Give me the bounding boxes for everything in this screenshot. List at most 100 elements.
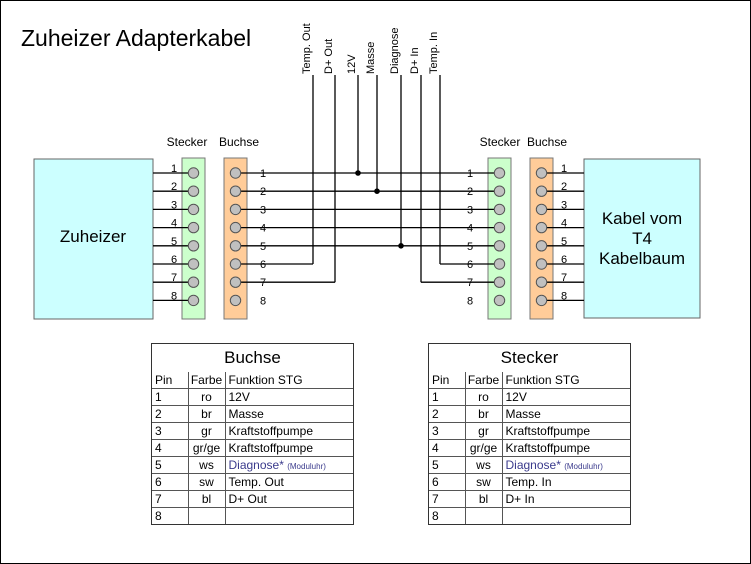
pin-cell: 6	[152, 473, 189, 491]
pin-contact	[187, 294, 200, 307]
funktion-text: 12V	[228, 390, 250, 404]
tap-label: D+ In	[409, 47, 421, 74]
farbe-cell	[187, 507, 226, 524]
pin-cell: 7	[152, 490, 189, 508]
pin-cell: 3	[429, 422, 466, 440]
pin-contact	[535, 258, 548, 270]
funktion-text: Kraftstoffpumpe	[228, 441, 314, 455]
pin-contact	[493, 258, 506, 270]
pin-contact	[493, 185, 506, 197]
funktion-cell: Diagnose* (Moduluhr)	[501, 456, 630, 474]
funktion-text: Masse	[505, 407, 541, 421]
stecker-pin-number: 5	[467, 241, 473, 253]
funktion-cell: Temp. In	[501, 473, 630, 491]
pin-cell: 2	[152, 405, 189, 423]
right-pin-number: 4	[561, 218, 567, 230]
stecker-table-title: Stecker	[500, 348, 559, 367]
pin-contact	[229, 258, 242, 270]
farbe-cell: sw	[187, 473, 226, 491]
left-pin-number: 1	[171, 163, 177, 175]
left-pin-number: 7	[171, 272, 177, 284]
pin-contact	[493, 240, 506, 252]
funktion-text: D+ In	[505, 492, 535, 506]
pin-contact	[229, 221, 242, 234]
col-header-funktion: Funktion STG	[501, 372, 630, 389]
diagram-title: Zuheizer Adapterkabel	[21, 25, 251, 51]
zuheizer-box	[33, 158, 154, 320]
funktion-cell: Temp. Out	[224, 473, 353, 491]
stecker-pin-number: 2	[467, 186, 473, 198]
funktion-text: Temp. Out	[228, 475, 284, 489]
pin-cell: 6	[429, 473, 466, 491]
left-pin-number: 2	[171, 181, 177, 193]
left-stecker-connector	[181, 157, 206, 320]
pin-cell: 8	[152, 507, 189, 524]
tap-label: 12V	[346, 54, 358, 74]
kabelbaum-label-line: Kabelbaum	[599, 249, 685, 268]
kabelbaum-label-line: Kabel vom	[602, 209, 682, 228]
tap-label: Masse	[365, 42, 377, 74]
farbe-cell: gr	[464, 422, 503, 440]
kabelbaum-box	[583, 158, 701, 319]
right-pin-number: 8	[561, 290, 567, 302]
farbe-cell: ro	[187, 388, 226, 406]
pin-contact	[187, 258, 200, 270]
funktion-note: (Moduluhr)	[564, 462, 603, 471]
pin-contact	[229, 240, 242, 252]
pin-contact	[535, 203, 548, 216]
farbe-cell: br	[187, 405, 226, 423]
kabelbaum-label-line: T4	[632, 229, 652, 248]
funktion-note: (Moduluhr)	[287, 462, 326, 471]
farbe-cell: sw	[464, 473, 503, 491]
stecker-pin-number: 6	[467, 259, 473, 271]
left-buchse-connector	[223, 157, 248, 320]
funktion-cell: Masse	[501, 405, 630, 423]
funktion-cell: Kraftstoffpumpe	[224, 422, 353, 440]
right-buchse-connector	[529, 157, 554, 320]
pin-contact	[187, 185, 200, 197]
pin-cell: 5	[152, 456, 189, 474]
funktion-text: 12V	[505, 390, 527, 404]
right-stecker-label: Stecker	[480, 135, 521, 149]
pin-cell: 4	[152, 439, 189, 457]
pin-contact	[187, 167, 200, 179]
buchse-table-title: Buchse	[224, 348, 281, 367]
buchse-pin-number: 2	[260, 186, 266, 198]
buchse-pin-number: 7	[260, 277, 266, 289]
pin-cell: 7	[429, 490, 466, 508]
right-buchse-label: Buchse	[527, 135, 567, 149]
pin-contact	[535, 276, 548, 288]
funktion-text: D+ Out	[228, 492, 267, 506]
stecker-pin-number: 7	[467, 277, 473, 289]
left-pin-number: 6	[171, 254, 177, 266]
pin-contact	[229, 203, 242, 216]
funktion-text: Diagnose*	[228, 458, 284, 472]
pin-contact	[229, 185, 242, 197]
farbe-cell: ro	[464, 388, 503, 406]
right-pin-number: 3	[561, 199, 567, 211]
buchse-pin-number: 4	[260, 223, 266, 235]
farbe-cell: gr/ge	[187, 439, 226, 457]
pin-contact	[229, 294, 242, 307]
funktion-cell: Kraftstoffpumpe	[501, 422, 630, 440]
funktion-cell: Kraftstoffpumpe	[224, 439, 353, 457]
col-header-pin: Pin	[152, 372, 189, 389]
funktion-text: Kraftstoffpumpe	[505, 424, 591, 438]
junction-dot	[374, 188, 380, 194]
junction-dot	[398, 243, 404, 249]
table-row: 8	[152, 507, 353, 524]
pin-contact	[187, 203, 200, 216]
tap-label: Temp. Out	[301, 23, 313, 74]
left-stecker-label: Stecker	[167, 135, 208, 149]
buchse-pin-number: 1	[260, 168, 266, 180]
